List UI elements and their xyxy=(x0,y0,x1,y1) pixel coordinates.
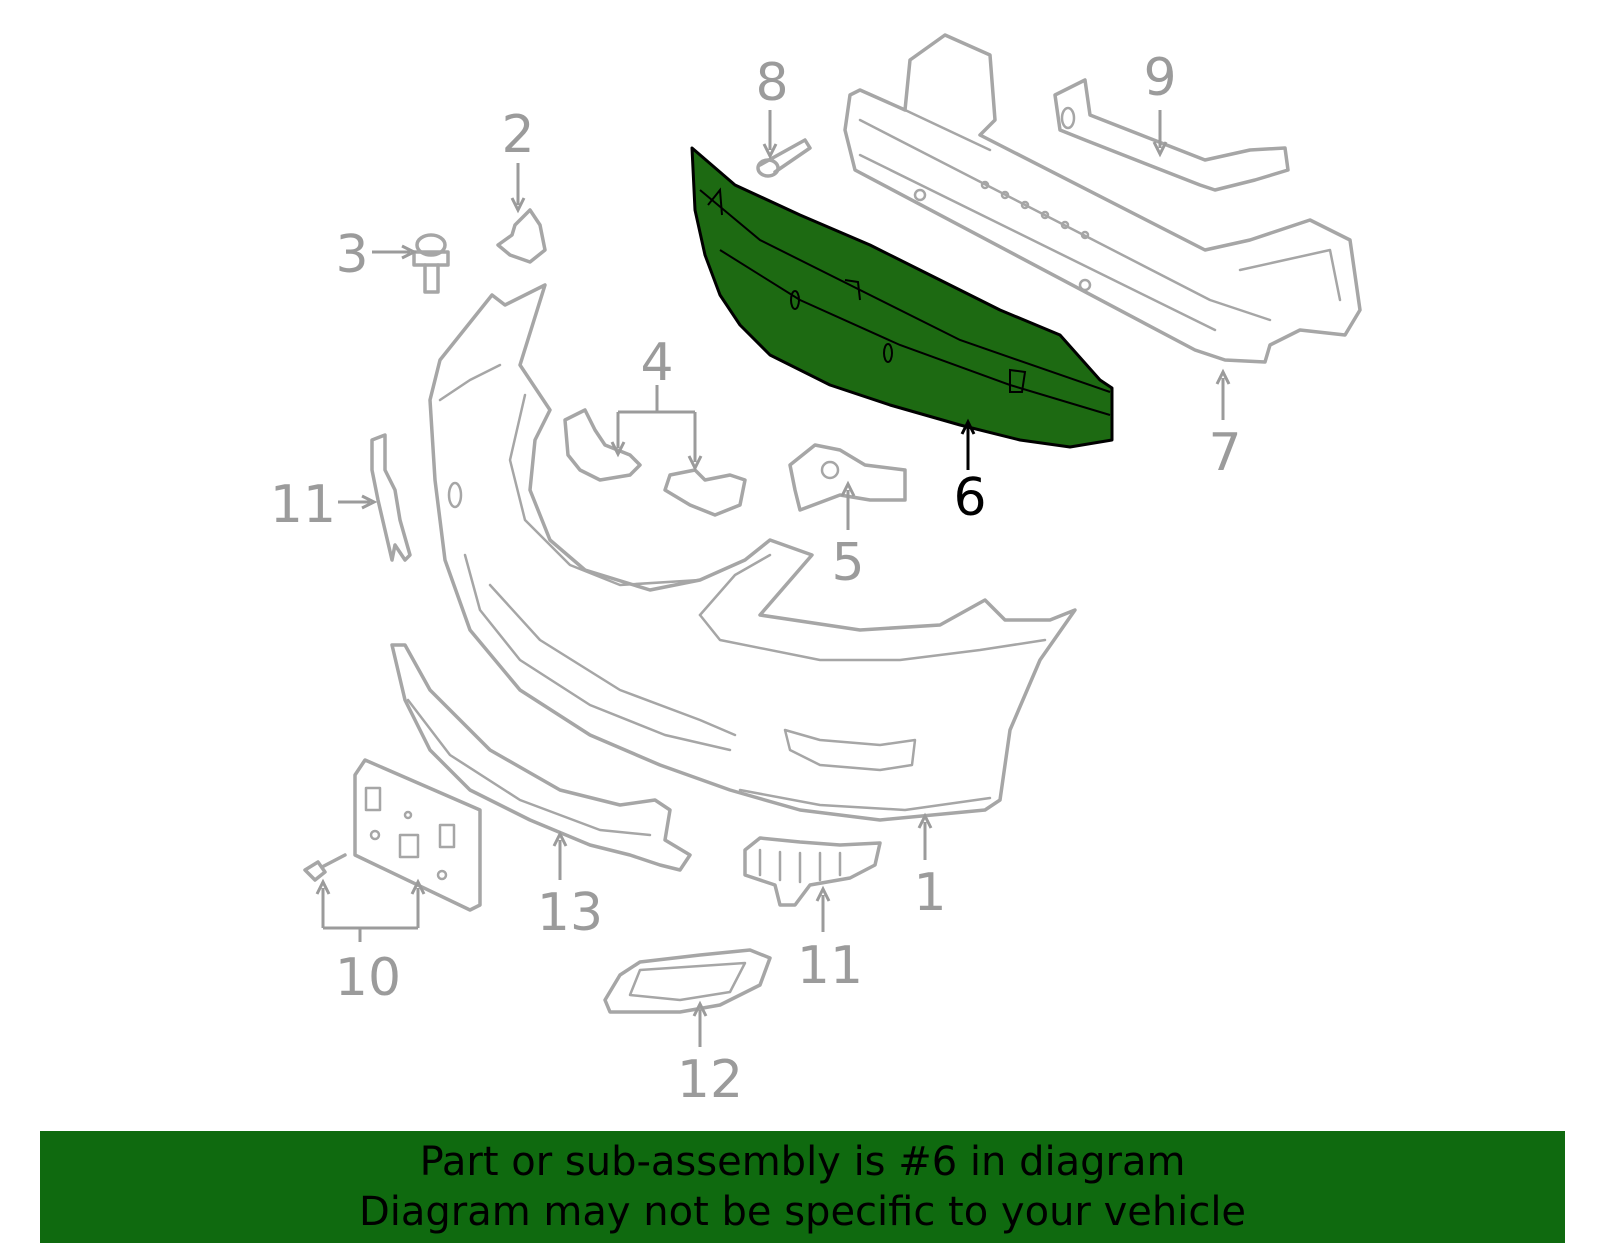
callout-4: 4 xyxy=(640,333,673,393)
part-2-clip xyxy=(496,208,547,264)
callout-7: 7 xyxy=(1208,423,1241,483)
part-9-bracket xyxy=(1053,78,1290,192)
callout-9: 9 xyxy=(1143,48,1176,108)
part-1-bumper-cover xyxy=(428,283,1077,822)
part-11-side-bracket-left xyxy=(370,433,412,562)
part-8-clip xyxy=(756,138,812,178)
leader-lines xyxy=(315,110,1231,1047)
callout-8: 8 xyxy=(755,53,788,113)
callout-2: 2 xyxy=(501,105,534,165)
banner-line-1: Part or sub-assembly is #6 in diagram xyxy=(419,1139,1186,1185)
callout-12: 12 xyxy=(677,1050,743,1110)
part-13-lower-strip xyxy=(390,643,692,872)
part-7-reinforcement-beam xyxy=(843,33,1362,364)
callout-6: 6 xyxy=(953,468,986,528)
callout-labels: 2 3 8 9 4 5 6 7 11 1 13 11 10 12 xyxy=(270,48,1242,1110)
callout-11-left: 11 xyxy=(270,475,336,535)
callout-5: 5 xyxy=(831,533,864,593)
part-3-bolt xyxy=(412,233,450,294)
info-banner: Part or sub-assembly is #6 in diagram Di… xyxy=(40,1131,1565,1243)
part-5-bracket xyxy=(788,443,907,512)
callout-3: 3 xyxy=(335,225,368,285)
banner-line-2: Diagram may not be specific to your vehi… xyxy=(358,1189,1247,1235)
callout-13: 13 xyxy=(537,883,603,943)
callout-11-bottom: 11 xyxy=(797,936,863,996)
part-6-energy-absorber xyxy=(690,146,1114,449)
part-10-license-bracket xyxy=(303,758,482,912)
part-4-brackets xyxy=(563,408,747,517)
absorber-body xyxy=(690,146,1114,449)
callout-1: 1 xyxy=(913,863,946,923)
part-11-bracket-lower xyxy=(743,836,882,907)
callout-10: 10 xyxy=(335,948,401,1008)
part-12-fog-bezel xyxy=(603,948,772,1014)
